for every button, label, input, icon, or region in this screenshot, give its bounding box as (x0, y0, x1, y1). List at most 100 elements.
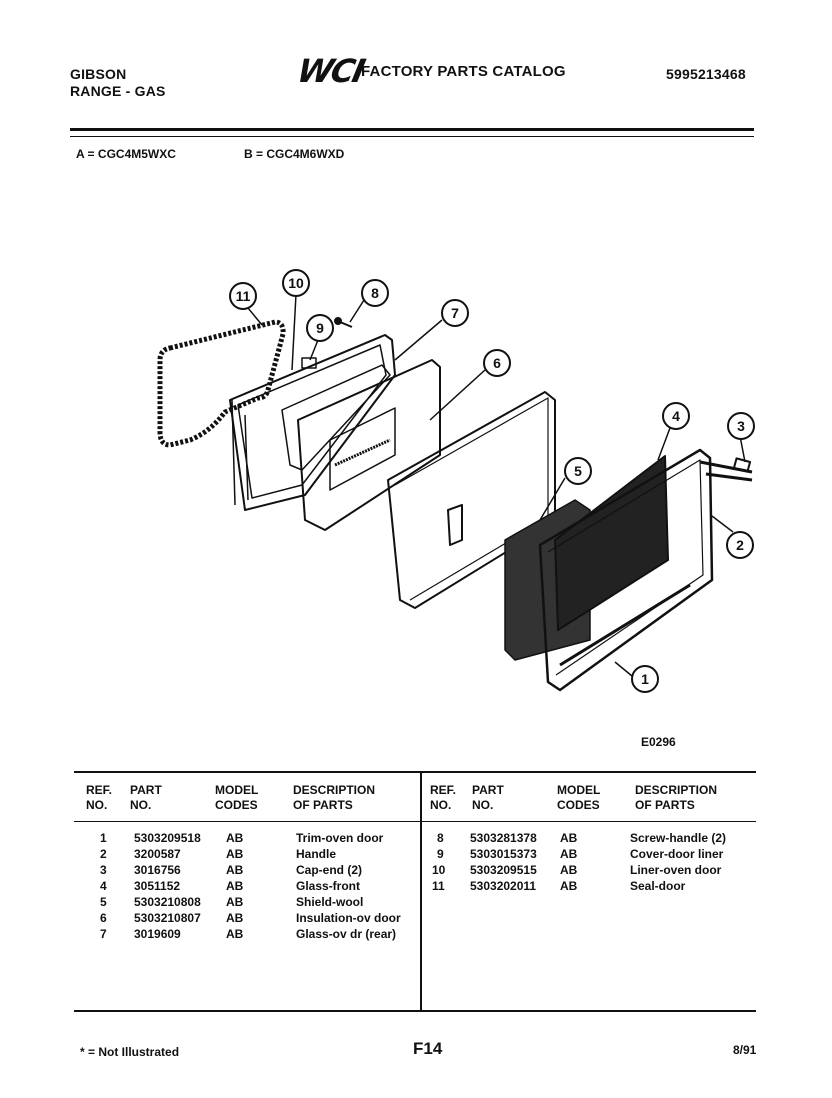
cell-part: 3051152 (134, 879, 181, 893)
cell-ref: 2 (100, 847, 107, 861)
cell-part: 5303209518 (134, 831, 201, 845)
cell-ref: 1 (100, 831, 107, 845)
cell-model: AB (226, 879, 244, 893)
cover-door-liner-part (301, 357, 317, 369)
table-row: 10 5303209515 AB Liner-oven door (420, 863, 760, 879)
revision-date: 8/91 (733, 1043, 757, 1057)
cell-part: 5303210808 (134, 895, 201, 909)
callout-7: 7 (451, 305, 459, 321)
cell-model: AB (226, 927, 244, 941)
table-row: 4 3051152 AB Glass-front (0, 879, 420, 895)
table-row: 3 3016756 AB Cap-end (2) (0, 863, 420, 879)
table-row: 6 5303210807 AB Insulation-ov door (0, 911, 420, 927)
cell-ref: 11 (432, 879, 445, 893)
cell-ref: 8 (437, 831, 444, 845)
cell-model: AB (226, 831, 244, 845)
model-b: B = CGC4M6WXD (244, 147, 345, 161)
not-illustrated-note: * = Not Illustrated (80, 1045, 180, 1059)
cell-desc: Liner-oven door (630, 863, 722, 877)
table-header-rule (74, 821, 756, 822)
cell-part: 5303209515 (470, 863, 537, 877)
cell-ref: 5 (100, 895, 107, 909)
cell-ref: 7 (100, 927, 107, 941)
cell-model: AB (560, 879, 578, 893)
page-number: F14 (413, 1039, 443, 1058)
diagram-code: E0296 (641, 735, 676, 749)
product-type: RANGE - GAS (70, 83, 166, 99)
callout-10: 10 (288, 275, 304, 291)
callout-2: 2 (736, 537, 744, 553)
callout-6: 6 (493, 355, 501, 371)
cell-model: AB (560, 847, 578, 861)
callout-9: 9 (316, 320, 324, 336)
cell-ref: 9 (437, 847, 444, 861)
exploded-door-diagram: 11 10 8 9 7 6 5 4 3 2 1 (157, 269, 755, 693)
cell-desc: Insulation-ov door (296, 911, 401, 925)
col-ref-header-right: REF.NO. (430, 783, 457, 812)
cell-part: 5303281378 (470, 831, 537, 845)
callout-5: 5 (574, 463, 582, 479)
callout-11: 11 (236, 288, 251, 304)
cell-ref: 10 (432, 863, 446, 877)
inner-liner-part (297, 359, 441, 531)
cell-model: AB (226, 895, 244, 909)
cell-model: AB (226, 847, 244, 861)
col-ref-header: REF.NO. (86, 783, 113, 812)
callout-4: 4 (672, 408, 680, 424)
cell-desc: Handle (296, 847, 337, 861)
model-a: A = CGC4M5WXC (76, 147, 176, 161)
table-top-rule (74, 771, 756, 773)
table-row: 7 3019609 AB Glass-ov dr (rear) (0, 927, 420, 943)
cell-part: 3200587 (134, 847, 181, 861)
callout-3: 3 (737, 418, 745, 434)
cell-part: 3019609 (134, 927, 181, 941)
header-rule-thin (70, 136, 754, 137)
glass-front-part (554, 455, 669, 631)
cell-desc: Glass-ov dr (rear) (296, 927, 397, 941)
trim-oven-door-part (538, 448, 714, 692)
cell-part: 5303015373 (470, 847, 537, 861)
cap-end-part (732, 457, 752, 473)
cell-model: AB (560, 831, 578, 845)
callout-circles (229, 269, 755, 693)
liner-oven-door-part (229, 334, 396, 511)
brand-name: GIBSON (70, 66, 127, 82)
cell-desc: Cap-end (2) (296, 863, 362, 877)
cell-model: AB (560, 863, 578, 877)
cell-part: 5303210807 (134, 911, 201, 925)
glass-rear-part (281, 364, 391, 471)
table-bottom-rule (74, 1010, 756, 1012)
cell-desc: Trim-oven door (296, 831, 384, 845)
table-row: 1 5303209518 AB Trim-oven door (0, 831, 420, 847)
cell-ref: 4 (100, 879, 107, 893)
cell-model: AB (226, 863, 244, 877)
table-row: 5 5303210808 AB Shield-wool (0, 895, 420, 911)
cell-desc: Screw-handle (2) (630, 831, 727, 845)
cell-part: 5303202011 (470, 879, 537, 893)
screw-handle-part (339, 321, 353, 328)
seal-door-part (157, 319, 286, 448)
cell-ref: 6 (100, 911, 107, 925)
catalog-title: FACTORY PARTS CATALOG (361, 63, 566, 80)
callout-8: 8 (371, 285, 379, 301)
table-divider (420, 771, 422, 1011)
table-row: 2 3200587 AB Handle (0, 847, 420, 863)
cell-ref: 3 (100, 863, 107, 877)
header-rule-thick (70, 128, 754, 131)
cell-desc: Shield-wool (296, 895, 364, 909)
cell-model: AB (226, 911, 244, 925)
cell-desc: Glass-front (296, 879, 361, 893)
catalog-number: 5995213468 (666, 66, 746, 82)
cell-part: 3016756 (134, 863, 181, 877)
table-row: 11 5303202011 AB Seal-door (420, 879, 760, 895)
callout-1: 1 (641, 671, 649, 687)
table-row: 9 5303015373 AB Cover-door liner (420, 847, 760, 863)
cell-desc: Seal-door (630, 879, 686, 893)
cell-desc: Cover-door liner (630, 847, 724, 861)
